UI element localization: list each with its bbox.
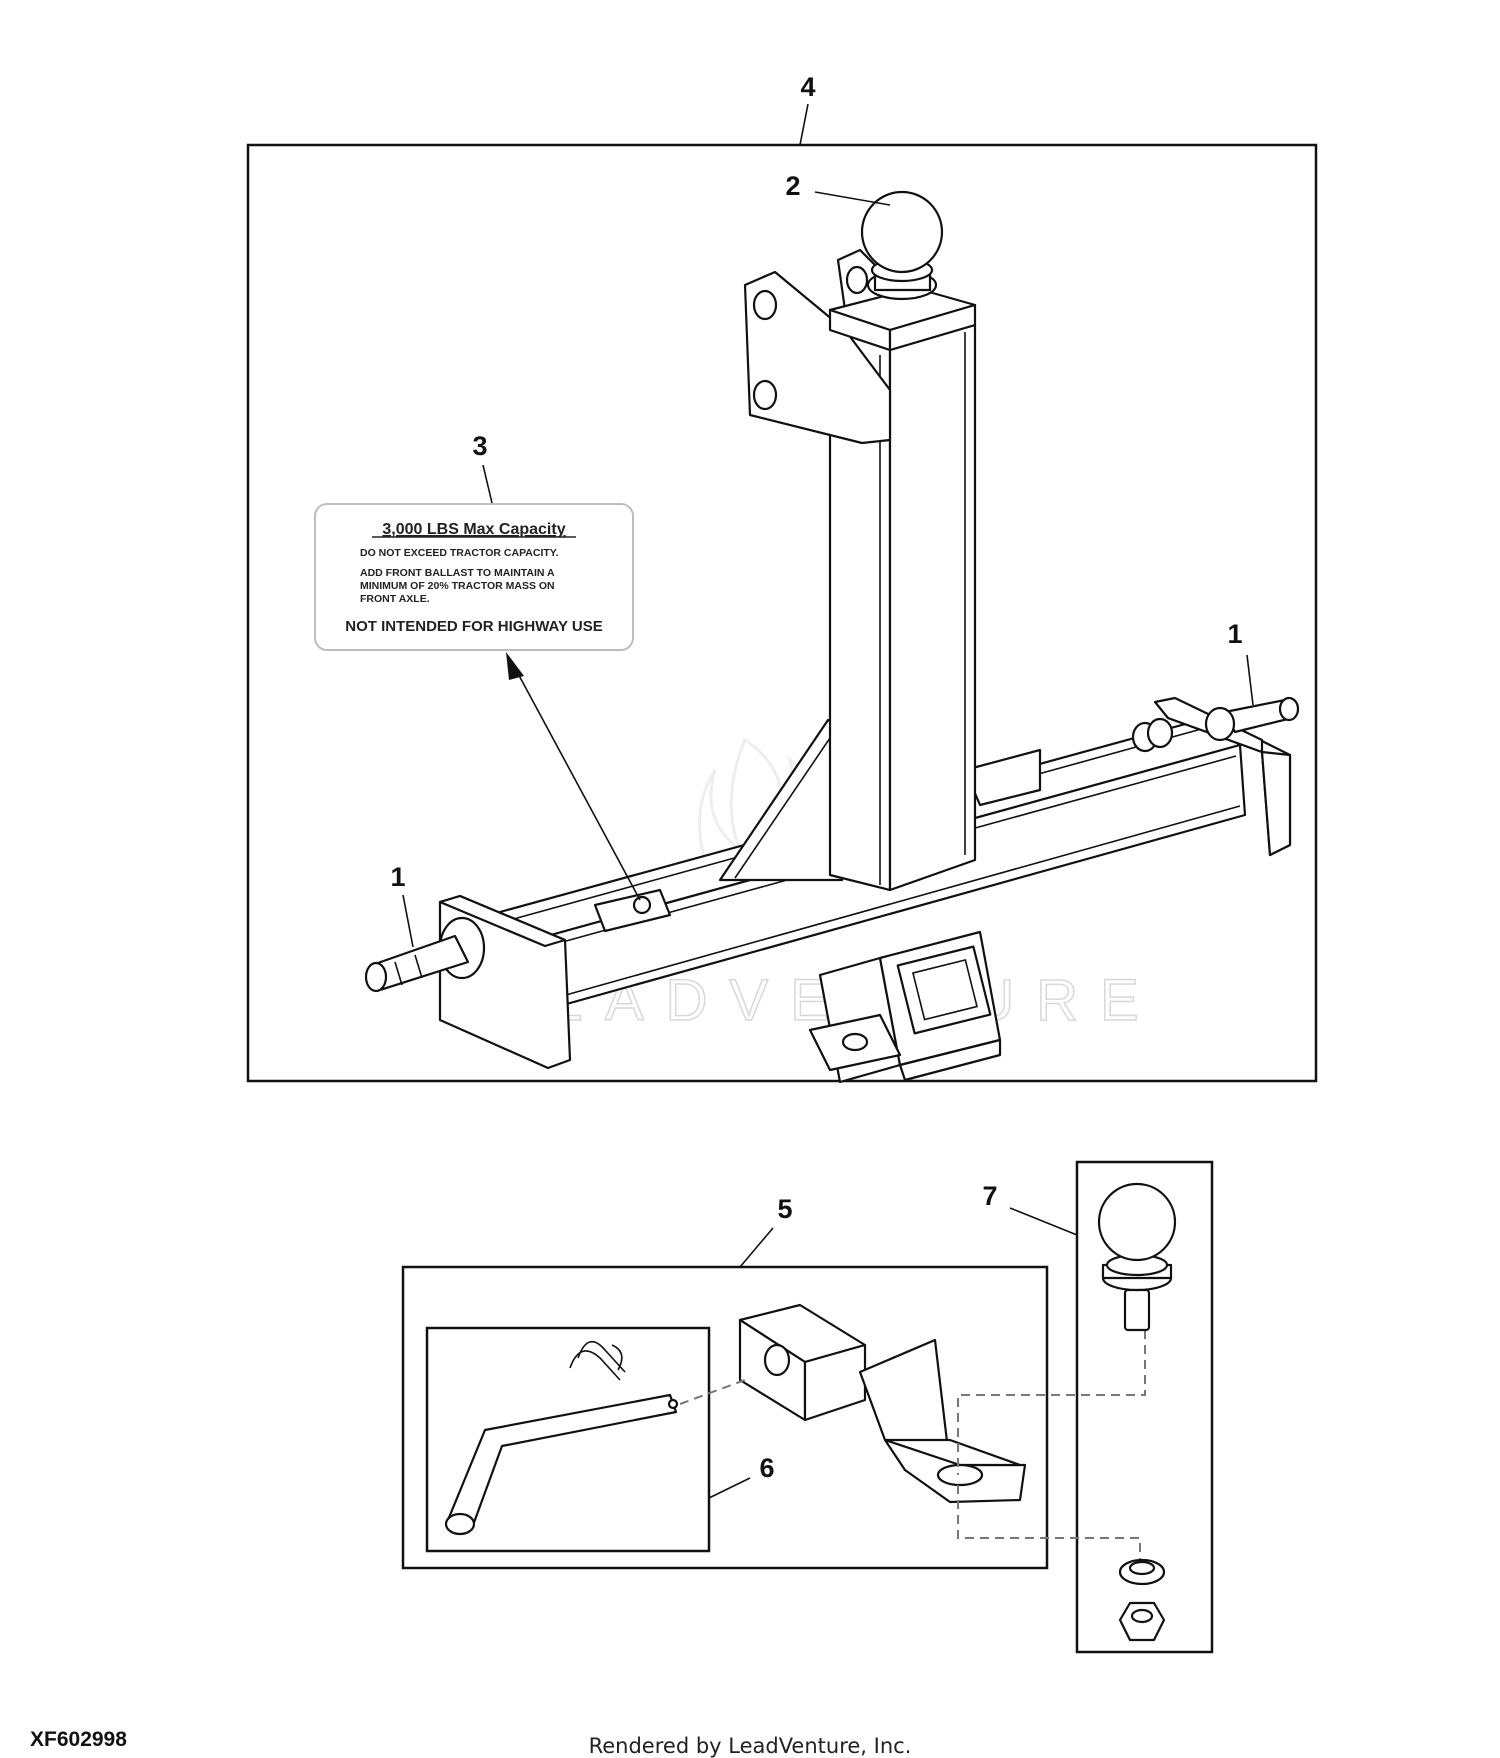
decal-warning: NOT INTENDED FOR HIGHWAY USE: [345, 618, 603, 635]
right-bushing: [1131, 717, 1174, 753]
callout-6: 6: [759, 1453, 774, 1483]
upper-bracket: [743, 248, 892, 445]
figure-id: XF602998: [30, 1728, 127, 1751]
kit-frame-5: [401, 1265, 1049, 1570]
callout-1-left: 1: [390, 862, 405, 892]
right-lift-pin: [1204, 696, 1300, 742]
hitch-pin-clip: [569, 1340, 626, 1381]
assembly-frame-4: [246, 143, 1318, 1083]
decal-title: 3,000 LBS Max Capacity: [382, 521, 565, 538]
capacity-decal: 3,000 LBS Max Capacity DO NOT EXCEED TRA…: [314, 503, 634, 651]
callout-4: 4: [800, 72, 815, 102]
callout-5: 5: [777, 1194, 792, 1224]
decal-line-3: MINIMUM OF 20% TRACTOR MASS ON: [360, 580, 555, 592]
post-collar: [828, 286, 977, 352]
decal-line-4: FRONT AXLE.: [360, 593, 430, 605]
ball-mount: [738, 1303, 1027, 1504]
pin-frame-6: [425, 1326, 711, 1553]
decal-line-2: ADD FRONT BALLAST TO MAINTAIN A: [360, 567, 555, 579]
receiver-hitch: [808, 930, 1002, 1084]
hitch-pin: [444, 1393, 679, 1536]
callout-3: 3: [472, 431, 487, 461]
decal-arrow: [506, 652, 641, 901]
ball-frame-7: [1075, 1160, 1214, 1654]
left-lift-pin: [364, 934, 470, 993]
callout-2: 2: [785, 171, 800, 201]
footer-credit: Rendered by LeadVenture, Inc.: [588, 1734, 912, 1758]
decal-location: [593, 888, 672, 933]
hitch-ball: [860, 190, 944, 301]
callout-1-right: 1: [1227, 619, 1242, 649]
hitch-ball-kit: [1097, 1182, 1177, 1332]
callout-7: 7: [982, 1181, 997, 1211]
lock-washer: [1118, 1558, 1166, 1586]
hex-nut: [1118, 1601, 1166, 1642]
decal-line-1: DO NOT EXCEED TRACTOR CAPACITY.: [360, 547, 559, 559]
assembly-lines: [679, 1330, 1146, 1565]
